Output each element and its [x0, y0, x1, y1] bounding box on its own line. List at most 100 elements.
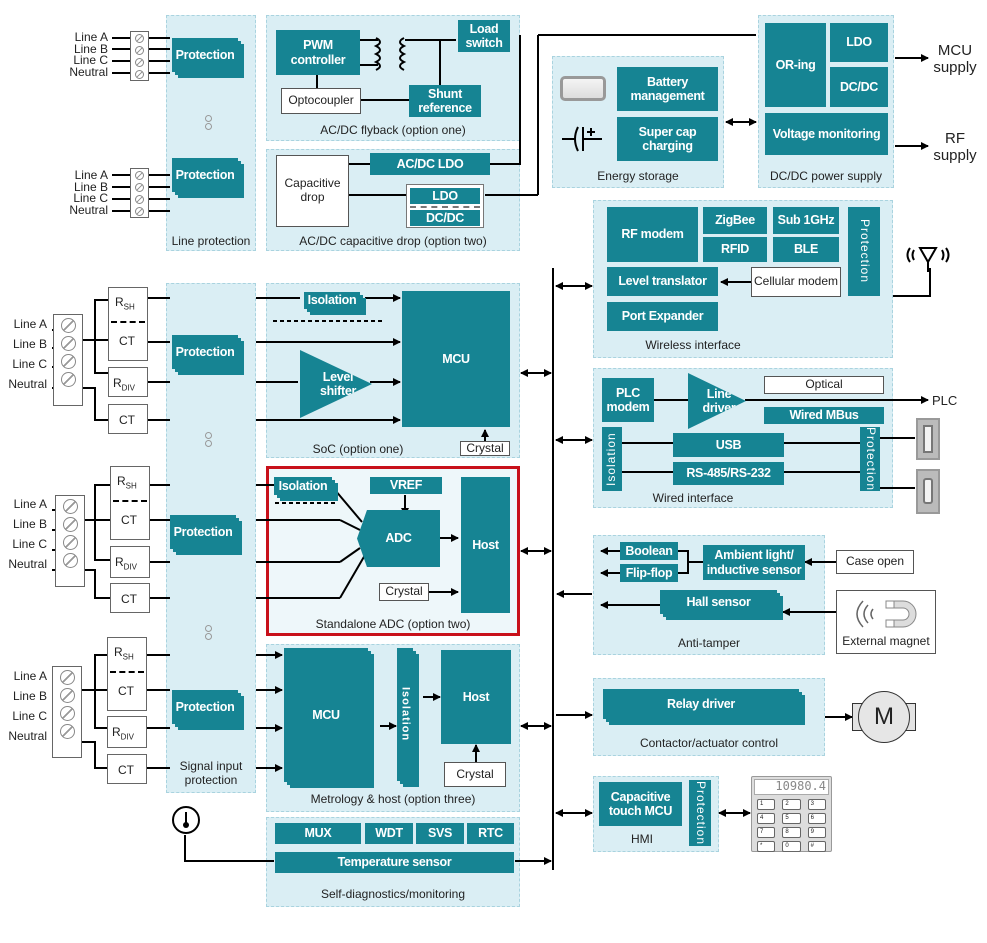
optical: Optical: [764, 376, 884, 394]
capdrop-label: AC/DC capacitive drop (option two): [299, 234, 487, 248]
capacitive-touch-mcu: Capacitive touch MCU: [599, 782, 682, 826]
relay-driver: Relay driver: [603, 689, 799, 719]
ldo-block: LDO: [410, 188, 480, 204]
standalone-adc-label: Standalone ADC (option two): [315, 617, 471, 631]
line-b-label: Line B: [73, 41, 108, 56]
thermometer-icon: [172, 806, 200, 834]
hmi-protection: Protection: [689, 780, 711, 846]
option-divider: [113, 500, 147, 502]
load-switch: Load switch: [458, 20, 510, 52]
hmi-label: HMI: [631, 832, 653, 846]
line-labels-top: Line A Line B Line C Neutral: [68, 31, 108, 79]
adc: ADC: [357, 510, 440, 567]
case-open: Case open: [836, 550, 914, 574]
option-divider: [111, 321, 145, 323]
ellipsis-icon: [205, 115, 212, 131]
capacitive-drop: Capacitive drop: [276, 155, 349, 227]
keypad-key: 2: [782, 799, 801, 810]
wired-isolation: Isolation: [602, 427, 622, 491]
ble: BLE: [773, 237, 839, 262]
line-b-label: Line B: [12, 337, 47, 351]
magnet-icon: [856, 600, 917, 628]
antenna-icon: [906, 247, 950, 272]
zigbee: ZigBee: [703, 207, 767, 234]
neutral-label: Neutral: [69, 64, 108, 79]
rfid: RFID: [703, 237, 767, 262]
rf-modem: RF modem: [607, 207, 698, 262]
option-divider: [110, 671, 144, 673]
shunt-reference: Shunt reference: [409, 85, 481, 117]
ldo-dcdc-option: LDO DC/DC: [406, 184, 484, 228]
rdiv-sensor: RDIV: [108, 367, 148, 397]
temperature-sensor: Temperature sensor: [275, 852, 514, 873]
keypad-key: 4: [757, 813, 776, 824]
adc-isolation: Isolation: [274, 477, 332, 495]
flip-flop: Flip-flop: [620, 564, 678, 582]
usb: USB: [673, 433, 784, 457]
soc-crystal: Crystal: [460, 441, 510, 456]
voltage-monitoring: Voltage monitoring: [765, 113, 888, 155]
hall-sensor: Hall sensor: [660, 590, 777, 614]
motor-icon: M: [858, 691, 910, 743]
serial-port-icon: [916, 469, 940, 514]
line-c-label: Line C: [12, 357, 47, 371]
keypad-key: 1: [757, 799, 776, 810]
rf-supply-label: RF supply: [933, 130, 977, 165]
svs: SVS: [416, 823, 464, 844]
rsh-ct-sensor: RSH CT: [110, 466, 150, 540]
capacitor-icon: [562, 126, 602, 152]
pwm-controller: PWM controller: [276, 30, 360, 75]
line-a-label: Line A: [13, 317, 47, 331]
flyback-label: AC/DC flyback (option one): [320, 123, 466, 137]
line-labels-bottom: Line A Line B Line C Neutral: [68, 168, 108, 217]
adc-crystal: Crystal: [379, 583, 429, 601]
rsh-ct-sensor: RSH CT: [108, 287, 148, 361]
vref: VREF: [370, 477, 442, 494]
wireless-label: Wireless interface: [645, 338, 741, 352]
rsh-ct-sensor: RSH CT: [107, 637, 147, 711]
keypad-key: 3: [807, 799, 826, 810]
usb-port-icon: [916, 418, 940, 460]
line-protection-block-1: Protection: [172, 38, 238, 72]
rdiv-sensor: RDIV: [110, 546, 150, 578]
rs485-rs232: RS-485/RS-232: [673, 462, 784, 485]
sub-1ghz: Sub 1GHz: [773, 207, 839, 234]
keypad-key: 0: [782, 841, 801, 852]
neutral-label: Neutral: [8, 377, 47, 391]
signal-protection-block-3: Protection: [172, 690, 238, 724]
line-protection-block-2: Protection: [172, 158, 238, 192]
line-c-label: Line C: [73, 191, 108, 205]
option-divider: [410, 206, 480, 208]
signal-lines-2: Line A Line B Line C Neutral: [5, 494, 47, 574]
wired-protection: Protection: [860, 427, 880, 491]
keypad-key: 7: [757, 827, 776, 838]
ct-sensor: CT: [107, 754, 147, 784]
terminal-block-icon: [130, 31, 149, 81]
keypad-key: 5: [782, 813, 801, 824]
mcu-supply-label: MCU supply: [933, 42, 977, 77]
rdiv-sensor: RDIV: [107, 716, 147, 748]
line-b-label: Line B: [12, 689, 47, 703]
signal-protection-block-1: Protection: [172, 335, 238, 369]
rsh-label: RSH: [115, 295, 135, 312]
neutral-label: Neutral: [69, 202, 108, 217]
line-a-label: Line A: [74, 168, 108, 182]
signal-lines-1: Line A Line B Line C Neutral: [5, 314, 47, 394]
energy-storage-label: Energy storage: [597, 169, 679, 183]
metrology-isolation: Isolation: [397, 648, 413, 781]
cellular-modem: Cellular modem: [751, 267, 841, 297]
metrology-label: Metrology & host (option three): [310, 792, 476, 806]
keypad-key: 9: [807, 827, 826, 838]
level-translator: Level translator: [607, 267, 718, 296]
keypad-key: 6: [807, 813, 826, 824]
metrology-mcu: MCU: [284, 648, 368, 782]
wired-mbus: Wired MBus: [764, 407, 884, 424]
line-c-label: Line C: [12, 709, 47, 723]
wired-label: Wired interface: [652, 491, 734, 505]
line-a-label: Line A: [13, 669, 47, 683]
signal-lines-3: Line A Line B Line C Neutral: [5, 666, 47, 746]
dcdc-supply-label: DC/DC power supply: [769, 169, 883, 183]
terminal-block-icon: [55, 495, 85, 587]
external-magnet: External magnet: [836, 590, 936, 654]
line-a-label: Line A: [13, 497, 47, 511]
